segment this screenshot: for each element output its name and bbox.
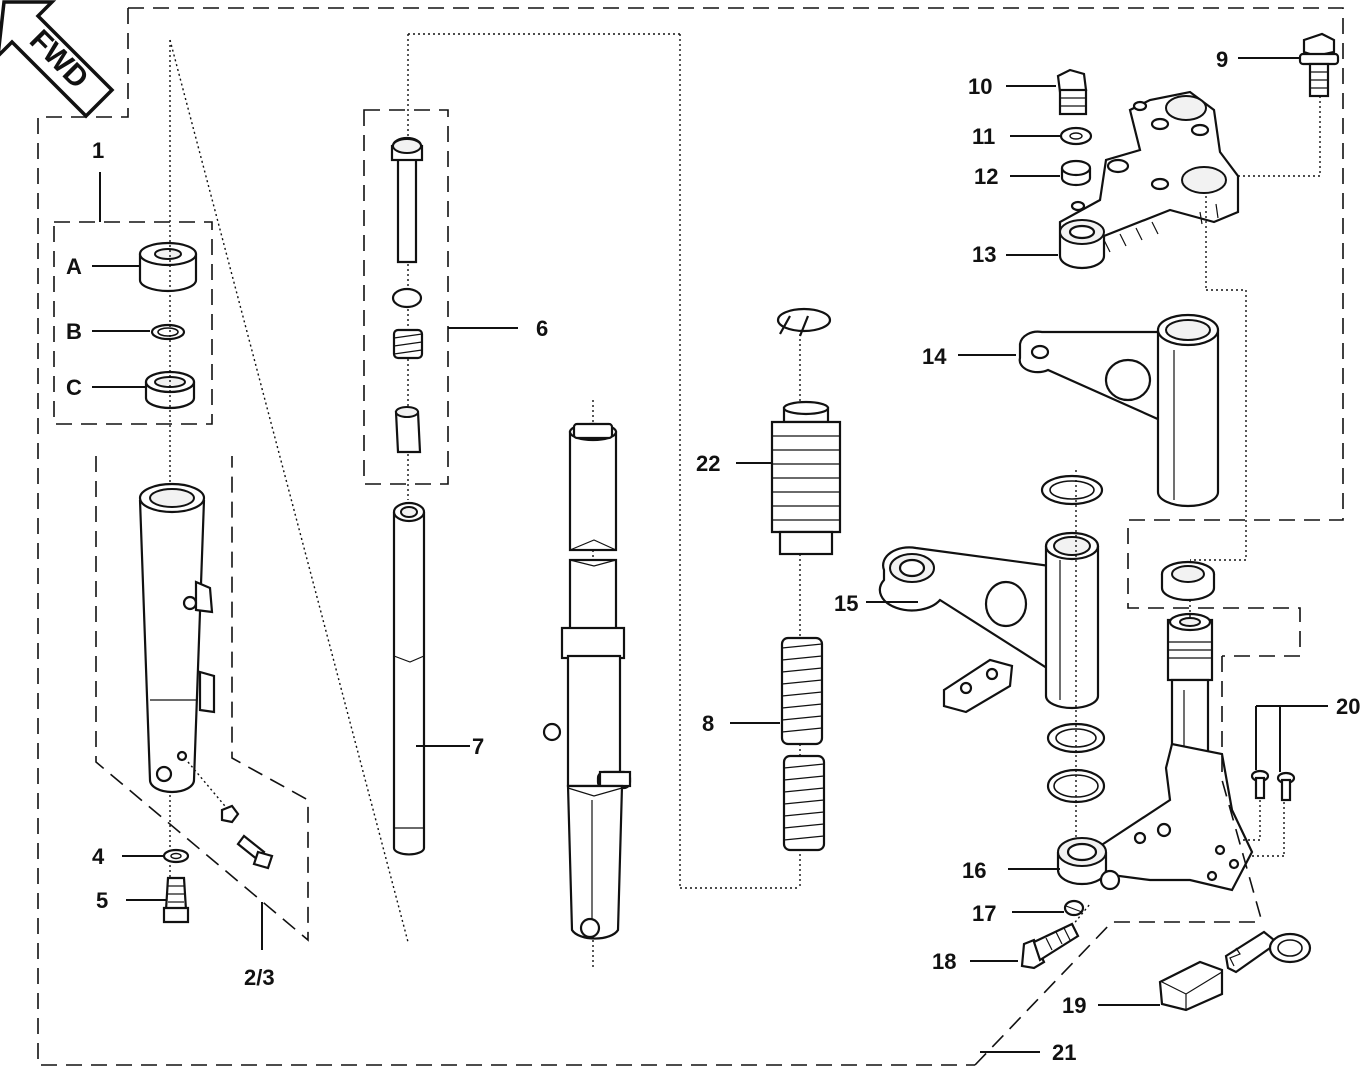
callout-7: 7 [472,734,484,759]
callout-13: 13 [972,242,996,267]
callout-c: C [66,375,82,400]
callout-17: 17 [972,901,996,926]
part-5-bolt [162,876,190,924]
part-16-steering-stem [1056,560,1254,892]
part-a-bearing [138,241,198,293]
callout-11: 11 [972,124,995,149]
callout-14: 14 [922,344,947,369]
callout-20: 20 [1336,694,1360,719]
part-19-rubber-block [1158,960,1224,1012]
part-9-bolt [1230,32,1340,177]
part-15-bracket [878,531,1100,714]
callout-b: B [66,319,82,344]
part-18-bolt [1020,903,1091,970]
part-13-upper-clamp [1058,90,1247,561]
fork-seal-ring-top [1040,474,1104,506]
callout-16: 16 [962,858,986,883]
part-6-damper-kit [363,33,800,889]
part-22-boot [770,307,842,888]
callout-9: 9 [1216,47,1228,72]
part-b-clip [150,323,186,341]
part-20-screws [1240,705,1328,857]
part-c-cup [144,370,196,410]
callout-18: 18 [932,949,956,974]
callout-21: 21 [1052,1040,1076,1065]
forward-arrow-icon: FWD [0,0,115,119]
part-14-bracket [1018,313,1220,508]
callout-a: A [66,254,82,279]
part-1-group: 1 A B C [53,138,213,425]
part-4-washer [162,848,190,864]
assembly-boundary [37,7,1344,1066]
part-8-springs [780,636,826,852]
part-17-clip [1063,899,1085,917]
callout-10: 10 [968,74,992,99]
part-7-inner-tube [392,501,426,856]
part-10-plug [1056,68,1088,116]
callout-1: 1 [92,138,104,163]
callout-6: 6 [536,316,548,341]
callout-12: 12 [974,164,998,189]
ignition-key [1224,930,1312,974]
part-12-seal [1060,159,1092,187]
callout-19: 19 [1062,993,1086,1018]
callout-2-3: 2/3 [244,965,275,990]
assembled-fork-leg [542,400,632,968]
callout-15: 15 [834,591,858,616]
callout-4: 4 [92,844,105,869]
callout-8: 8 [702,711,714,736]
callout-22: 22 [696,451,720,476]
part-11-washer [1059,126,1093,146]
callout-5: 5 [96,888,108,913]
fork-lower-leg [95,456,309,942]
